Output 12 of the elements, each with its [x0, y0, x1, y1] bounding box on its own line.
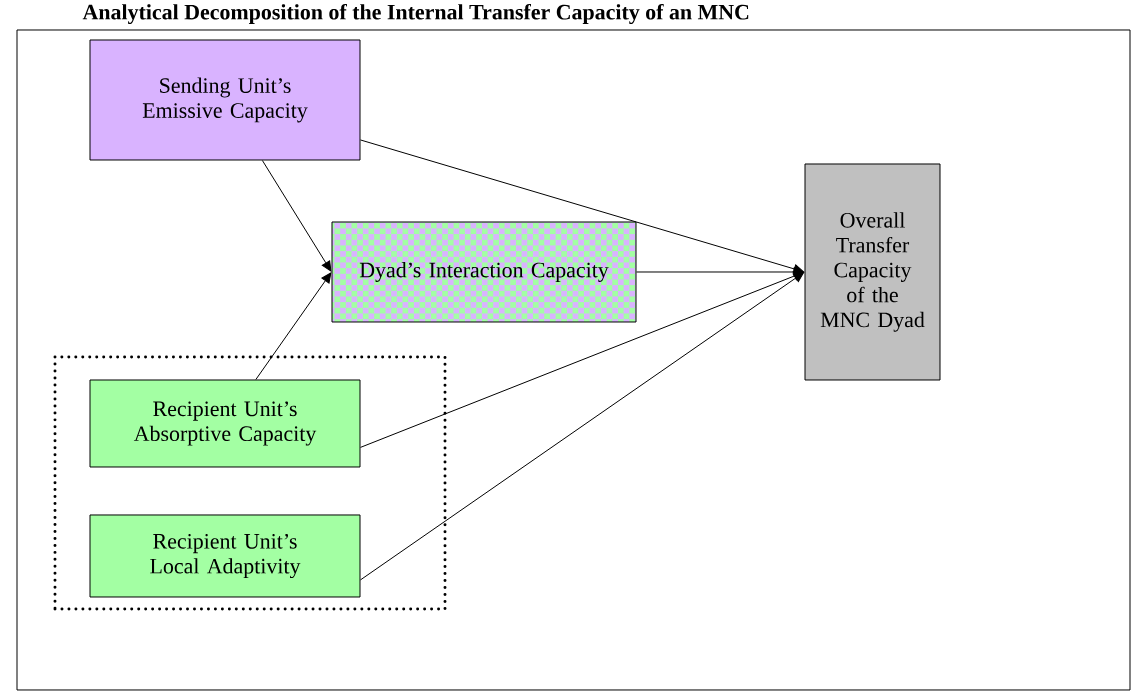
outcome-box: Overall Transfer Capacity of the MNC Dyad: [804, 163, 941, 381]
process-box: Recipient Unit’s Local Adaptivity: [89, 514, 361, 598]
arrow: [261, 160, 332, 272]
arrow: [360, 272, 804, 581]
group-box: [53, 355, 447, 611]
arrow: [360, 139, 804, 274]
arrow: [255, 272, 332, 380]
process-box: Recipient Unit’s Absorptive Capacity: [89, 379, 361, 468]
title: Analytical Decomposition of the Internal Transfer Capacity of an MNC: [82, 3, 749, 25]
process-box: Sending Unit’s Emissive Capacity: [89, 39, 361, 161]
process-box: Dyad’s Interaction Capacity: [331, 221, 637, 323]
arrow: [360, 271, 804, 448]
